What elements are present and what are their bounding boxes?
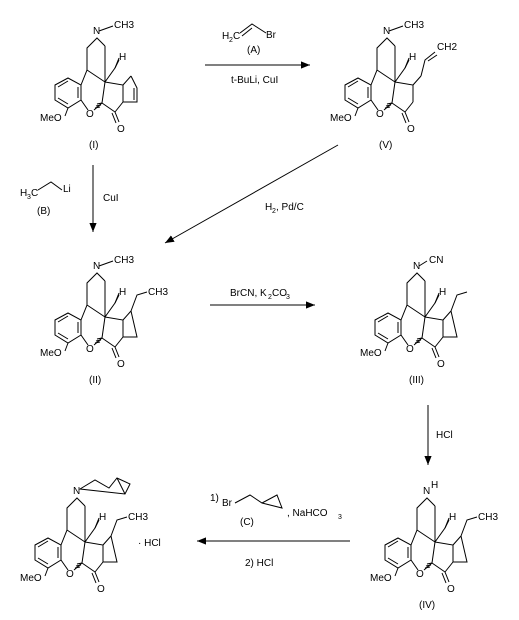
compound-iv-ring-o: O — [416, 569, 424, 580]
reagent-a-sub: 2 — [229, 37, 233, 44]
reagent-a: H 2 C Br (A) — [222, 23, 277, 56]
compound-v: N CH3 H CH2 O O MeO (V) — [330, 20, 457, 151]
compound-ii-nitrogen: N — [93, 261, 100, 272]
compound-ii-methoxy: MeO — [40, 348, 62, 359]
reagent-c-nahco3: , NaHCO — [287, 508, 328, 519]
compound-v-nitrogen: N — [383, 26, 390, 37]
final-h-label: H — [99, 512, 106, 523]
compound-iv-h-label: H — [449, 512, 456, 523]
compound-iv-n-substituent: H — [431, 480, 438, 491]
condition-iii-to-iv: HCl — [436, 430, 453, 441]
compound-ii-h-label: H — [119, 287, 126, 298]
compound-v-n-substituent: CH3 — [404, 20, 424, 31]
final-methoxy: MeO — [20, 573, 42, 584]
compound-iii-h-label: H — [439, 287, 446, 298]
reagent-c-label: (C) — [240, 517, 254, 528]
compound-v-methoxy: MeO — [330, 113, 352, 124]
final-ring-o: O — [66, 569, 74, 580]
compound-i-methoxy: MeO — [40, 113, 62, 124]
compound-i-label: (I) — [89, 140, 98, 151]
final-ethyl-ch3: CH3 — [128, 512, 148, 523]
compound-i-ketone-o: O — [117, 124, 125, 135]
reagent-b-li: Li — [63, 184, 71, 195]
condition-ii-to-iii-a: BrCN, K — [230, 288, 267, 299]
compound-ii: N CH3 H CH3 O O MeO (II) — [40, 255, 168, 386]
reagent-c-step-number: 1) — [210, 493, 219, 504]
compound-v-label: (V) — [379, 140, 392, 151]
reagent-c-nahco3-sub: 3 — [338, 514, 342, 521]
compound-iv-methoxy: MeO — [370, 573, 392, 584]
compound-v-ketone-o: O — [407, 124, 415, 135]
compound-iii-n-substituent: CN — [429, 255, 443, 266]
compound-iv-ethyl-ch3: CH3 — [478, 512, 498, 523]
reagent-b-h: H — [20, 188, 27, 199]
condition-ii-to-iii-sub2: 3 — [286, 294, 290, 301]
compound-v-h-label: H — [409, 52, 416, 63]
condition-ii-to-iii-b: CO — [272, 288, 287, 299]
final-nitrogen: N — [73, 486, 80, 497]
compound-ii-label: (II) — [89, 375, 101, 386]
condition-v-to-ii-catalyst: , Pd/C — [276, 202, 304, 213]
final-ketone-o: O — [97, 584, 105, 595]
compound-iii-ketone-o: O — [437, 359, 445, 370]
reagent-b-c: C — [31, 188, 38, 199]
reagent-b: H 3 C Li (B) — [20, 181, 71, 217]
compound-iv: N H H CH3 O O MeO (IV) — [370, 480, 498, 611]
compound-i-n-substituent: CH3 — [114, 20, 134, 31]
compound-iii-nitrogen: N — [413, 261, 420, 272]
condition-i-to-ii: CuI — [103, 193, 119, 204]
reagent-b-label: (B) — [37, 206, 50, 217]
compound-iv-ketone-o: O — [447, 584, 455, 595]
condition-v-to-ii-h: H — [265, 202, 272, 213]
compound-iv-nitrogen: N — [423, 486, 430, 497]
compound-iii: N CN H O O MeO (III) — [360, 255, 468, 386]
compound-i: N CH3 H O O MeO (I) — [40, 20, 138, 151]
condition-i-to-v: t-BuLi, CuI — [231, 75, 278, 86]
compound-ii-ethyl-ch3: CH3 — [148, 287, 168, 298]
compound-ii-n-substituent: CH3 — [114, 255, 134, 266]
reagent-b-sub: 3 — [27, 194, 31, 201]
compound-i-h-label: H — [119, 52, 126, 63]
compound-v-ring-o: O — [376, 109, 384, 120]
compound-ii-ring-o: O — [86, 344, 94, 355]
reagent-c: 1) Br , NaHCO 3 (C) — [210, 493, 342, 528]
condition-iv-to-final: 2) HCl — [245, 558, 273, 569]
compound-iii-label: (III) — [409, 375, 424, 386]
arrow-v-to-ii — [164, 144, 339, 244]
compound-ii-ketone-o: O — [117, 359, 125, 370]
final-hcl-salt: · HCl — [138, 538, 161, 549]
reagent-a-h: H — [222, 31, 229, 42]
condition-v-to-ii-sub: 2 — [272, 208, 276, 215]
condition-ii-to-iii-sub1: 2 — [268, 294, 272, 301]
compound-iv-label: (IV) — [419, 600, 435, 611]
compound-final-product: N H CH3 · HCl O O MeO — [20, 477, 161, 595]
reagent-a-c: C — [233, 31, 240, 42]
compound-iii-ring-o: O — [406, 344, 414, 355]
compound-i-nitrogen: N — [93, 26, 100, 37]
reagent-a-br: Br — [266, 30, 277, 41]
reagent-a-label: (A) — [247, 45, 260, 56]
compound-v-vinyl-ch2: CH2 — [437, 42, 457, 53]
compound-i-ring-o: O — [86, 109, 94, 120]
reagent-c-br: Br — [222, 498, 233, 509]
compound-iii-methoxy: MeO — [360, 348, 382, 359]
